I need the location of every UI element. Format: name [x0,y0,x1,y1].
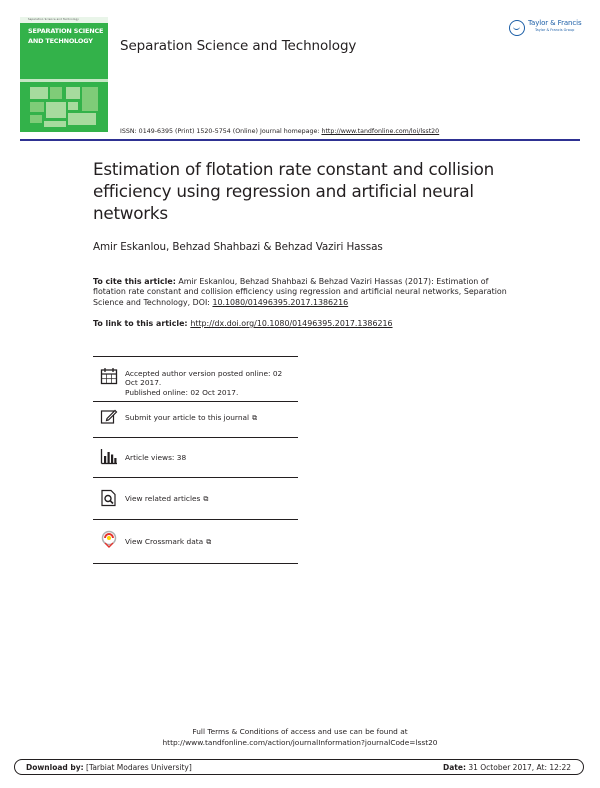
cover-top-strip: Separation Science and Technology [28,18,79,21]
terms-block: Full Terms & Conditions of access and us… [0,727,600,748]
info-box-divider [93,563,298,564]
info-box-divider [93,437,298,438]
header-divider [20,139,580,141]
publisher-logo-text: Taylor & Francis [528,19,582,27]
info-box-divider [93,477,298,478]
article-authors: Amir Eskanlou, Behzad Shahbazi & Behzad … [93,241,383,253]
article-views: Article views: 38 [125,453,187,462]
external-link-icon: ⧉ [252,414,258,422]
bar-chart-icon [100,449,117,465]
download-date: Date: 31 October 2017, At: 12:22 [443,763,571,772]
document-search-icon [101,489,116,507]
edit-icon [100,409,118,424]
link-line: To link to this article: http://dx.doi.o… [93,319,393,328]
calendar-icon [100,368,118,385]
citation-block: To cite this article: Amir Eskanlou, Beh… [93,277,513,308]
article-link[interactable]: http://dx.doi.org/10.1080/01496395.2017.… [190,319,393,328]
downloaded-by-label: Download by: [26,763,84,772]
download-date-value: 31 October 2017, At: 12:22 [465,763,571,772]
cover-title-line1: SEPARATION SCIENCE [28,27,104,35]
doi-link[interactable]: 10.1080/01496395.2017.1386216 [212,297,349,307]
accepted-line1: Accepted author version posted online: 0… [125,369,283,378]
downloaded-by: Download by: [Tarbiat Modares University… [26,763,192,772]
info-box-divider [93,401,298,402]
citation-label: To cite this article: [93,277,176,286]
published-online: Published online: 02 Oct 2017. [125,387,239,397]
citation-text: Amir Eskanlou, Behzad Shahbazi & Behzad … [93,277,507,307]
publisher-logo-icon [509,20,525,36]
article-title: Estimation of flotation rate constant an… [93,159,495,223]
info-box-divider [93,519,298,520]
related-articles-link[interactable]: View related articles [125,494,201,503]
publisher-logo[interactable]: Taylor & Francis Taylor & Francis Group [509,18,587,42]
journal-name: Separation Science and Technology [120,38,357,54]
external-link-icon: ⧉ [203,495,209,503]
journal-homepage-link[interactable]: http://www.tandfonline.com/loi/lsst20 [321,128,440,135]
link-label: To link to this article: [93,319,191,328]
journal-cover-image: Separation Science and Technology SEPARA… [20,17,108,132]
issn-text: ISSN: 0149-6395 (Print) 1520-5754 (Onlin… [120,128,322,135]
downloaded-by-value: [Tarbiat Modares University] [83,763,192,772]
crossmark-icon [101,530,117,548]
info-box-divider [93,356,298,357]
issn-line: ISSN: 0149-6395 (Print) 1520-5754 (Onlin… [120,128,439,135]
submit-article-link[interactable]: Submit your article to this journal [125,413,250,422]
terms-link[interactable]: http://www.tandfonline.com/action/journa… [162,737,438,747]
external-link-icon: ⧉ [206,538,212,546]
cover-title-line2: AND TECHNOLOGY [28,36,93,45]
crossmark-link[interactable]: View Crossmark data [125,537,204,546]
publisher-group-text: Taylor & Francis Group [535,28,575,32]
accepted-line2: Oct 2017. [125,378,162,388]
download-date-label: Date: [443,763,466,772]
download-info-bar [14,759,584,775]
terms-line1: Full Terms & Conditions of access and us… [192,727,408,736]
